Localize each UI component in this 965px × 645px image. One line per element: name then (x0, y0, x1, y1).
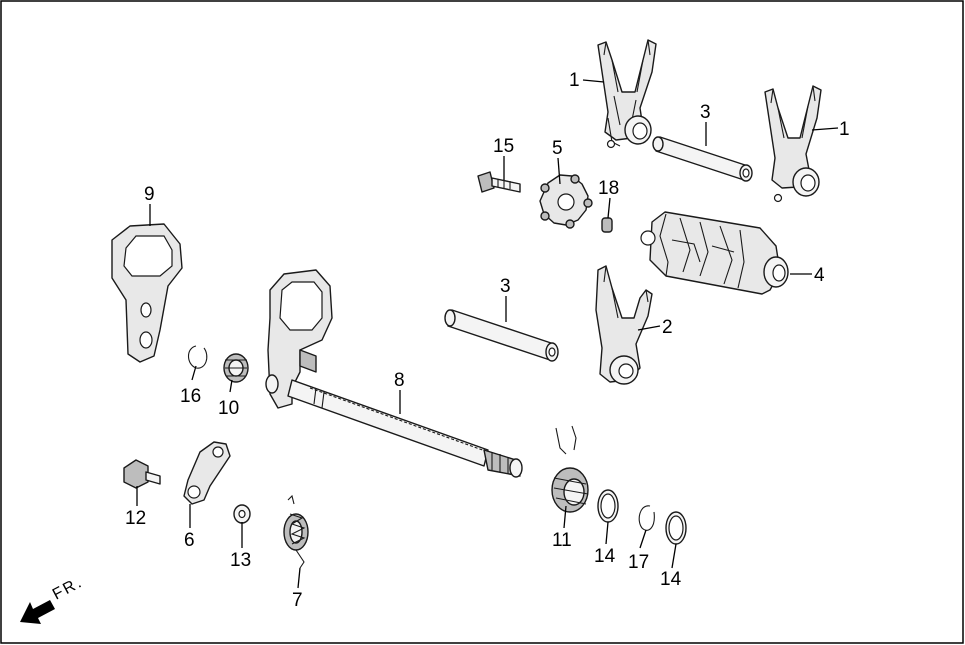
shift-fork-1-right (764, 85, 822, 203)
callout-6: 6 (184, 530, 195, 551)
callout-16: 16 (180, 386, 201, 407)
callout-17: 17 (628, 552, 649, 573)
callout-1-upper: 1 (569, 70, 580, 91)
gearshift-spindle-8 (265, 269, 523, 478)
gearshift-drum-segment-5 (539, 174, 593, 229)
callout-8: 8 (394, 370, 405, 391)
shift-fork-1-upper (597, 39, 657, 149)
bolt-12 (123, 459, 161, 489)
callout-5: 5 (552, 138, 563, 159)
shift-fork-2 (595, 265, 653, 385)
callout-3-upper: 3 (700, 102, 711, 123)
callout-7: 7 (292, 590, 303, 611)
callout-14-right: 14 (660, 569, 682, 590)
washer-14-right (665, 511, 687, 545)
washer-13 (233, 504, 251, 524)
shift-drum-4 (640, 211, 789, 295)
callout-10: 10 (218, 398, 239, 419)
stopper-arm-6 (183, 441, 231, 505)
washer-14-left (597, 489, 619, 523)
callout-15: 15 (493, 136, 514, 157)
circlip-17 (638, 505, 655, 531)
callout-12: 12 (125, 508, 146, 529)
callout-2: 2 (662, 317, 673, 338)
pin-18 (601, 217, 613, 233)
callout-18: 18 (598, 178, 619, 199)
callout-13: 13 (230, 550, 251, 571)
spring-10 (223, 353, 249, 383)
return-spring-7 (283, 494, 309, 569)
bolt-15 (477, 171, 521, 193)
fork-shaft-3-lower (444, 309, 559, 362)
callout-1-right: 1 (839, 119, 850, 140)
callout-4: 4 (814, 265, 825, 286)
spring-11 (551, 425, 589, 513)
leader-lines (136, 79, 839, 589)
callout-14-left: 14 (594, 546, 616, 567)
callout-3-lower: 3 (500, 276, 511, 297)
front-arrow-icon (20, 600, 55, 624)
callout-9: 9 (144, 184, 155, 205)
callout-11: 11 (552, 530, 572, 551)
fork-shaft-3-upper (652, 136, 753, 182)
stopper-plate-9 (111, 223, 183, 363)
